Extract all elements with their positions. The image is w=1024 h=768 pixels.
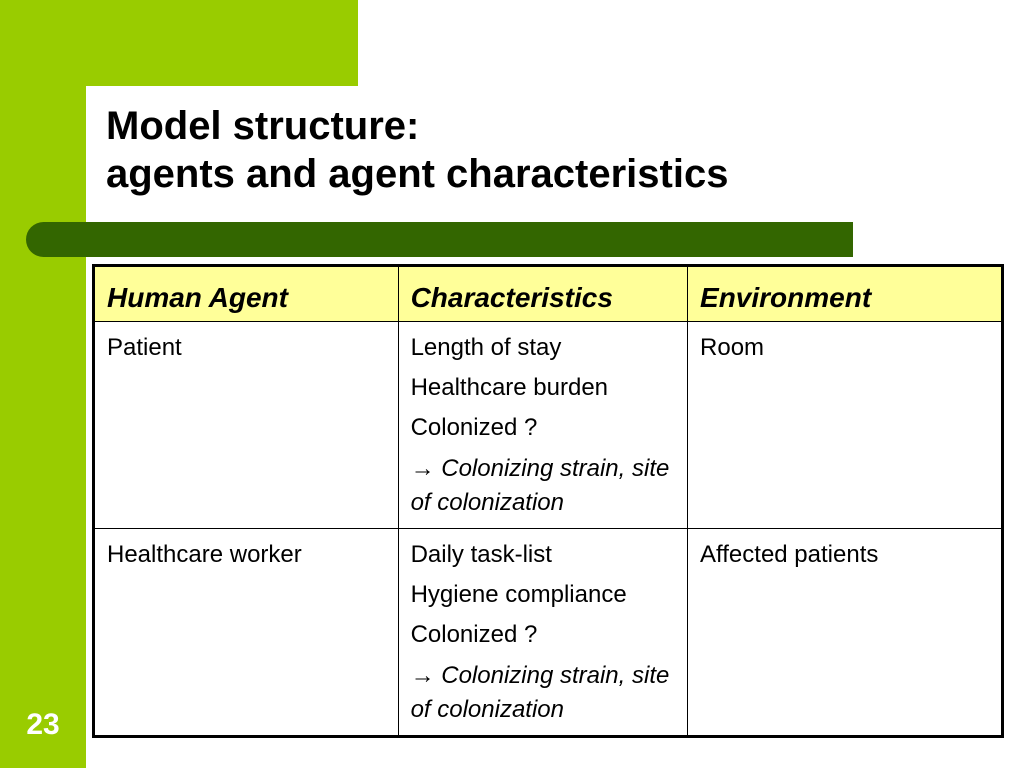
table-row: Healthcare worker Daily task-list Hygien… xyxy=(93,528,1003,737)
slide-title-line-2: agents and agent characteristics xyxy=(106,152,729,196)
arrow-icon: → xyxy=(410,662,435,689)
cell-characteristics: Length of stay Healthcare burden Coloniz… xyxy=(397,321,689,529)
slide-number: 23 xyxy=(26,708,60,741)
cell-agent: Patient xyxy=(93,321,399,529)
header-environment: Environment xyxy=(687,265,1003,322)
characteristic-item: Hygiene compliance xyxy=(410,581,627,608)
characteristic-item: Daily task-list xyxy=(410,541,552,568)
characteristic-detail-text: Colonizing strain, site of colonization xyxy=(410,455,670,516)
arrow-icon: → xyxy=(410,455,435,482)
header-characteristics: Characteristics xyxy=(397,265,689,322)
table-header-row: Human Agent Characteristics Environment xyxy=(93,265,1003,322)
slide-title-line-1: Model structure: xyxy=(106,104,420,148)
cell-environment: Room xyxy=(687,321,1003,529)
agent-table: Human Agent Characteristics Environment … xyxy=(92,264,1004,738)
characteristic-detail: → Colonizing strain, site of colonizatio… xyxy=(411,659,675,727)
characteristic-detail: → Colonizing strain, site of colonizatio… xyxy=(411,452,675,520)
characteristic-detail-text: Colonizing strain, site of colonization xyxy=(410,662,670,723)
header-human-agent: Human Agent xyxy=(93,265,399,322)
left-accent-band xyxy=(0,0,86,768)
characteristic-item: Length of stay xyxy=(410,334,562,361)
characteristic-item: Colonized ? xyxy=(410,414,538,441)
slide-title: Model structure: agents and agent charac… xyxy=(106,102,986,198)
characteristic-item: Colonized ? xyxy=(410,621,538,648)
top-accent-band xyxy=(0,0,358,86)
title-underline-bar xyxy=(26,222,853,257)
cell-characteristics: Daily task-list Hygiene compliance Colon… xyxy=(397,528,689,737)
table-row: Patient Length of stay Healthcare burden… xyxy=(93,321,1003,529)
cell-environment: Affected patients xyxy=(687,528,1003,737)
cell-agent: Healthcare worker xyxy=(93,528,399,737)
characteristic-item: Healthcare burden xyxy=(410,374,609,401)
